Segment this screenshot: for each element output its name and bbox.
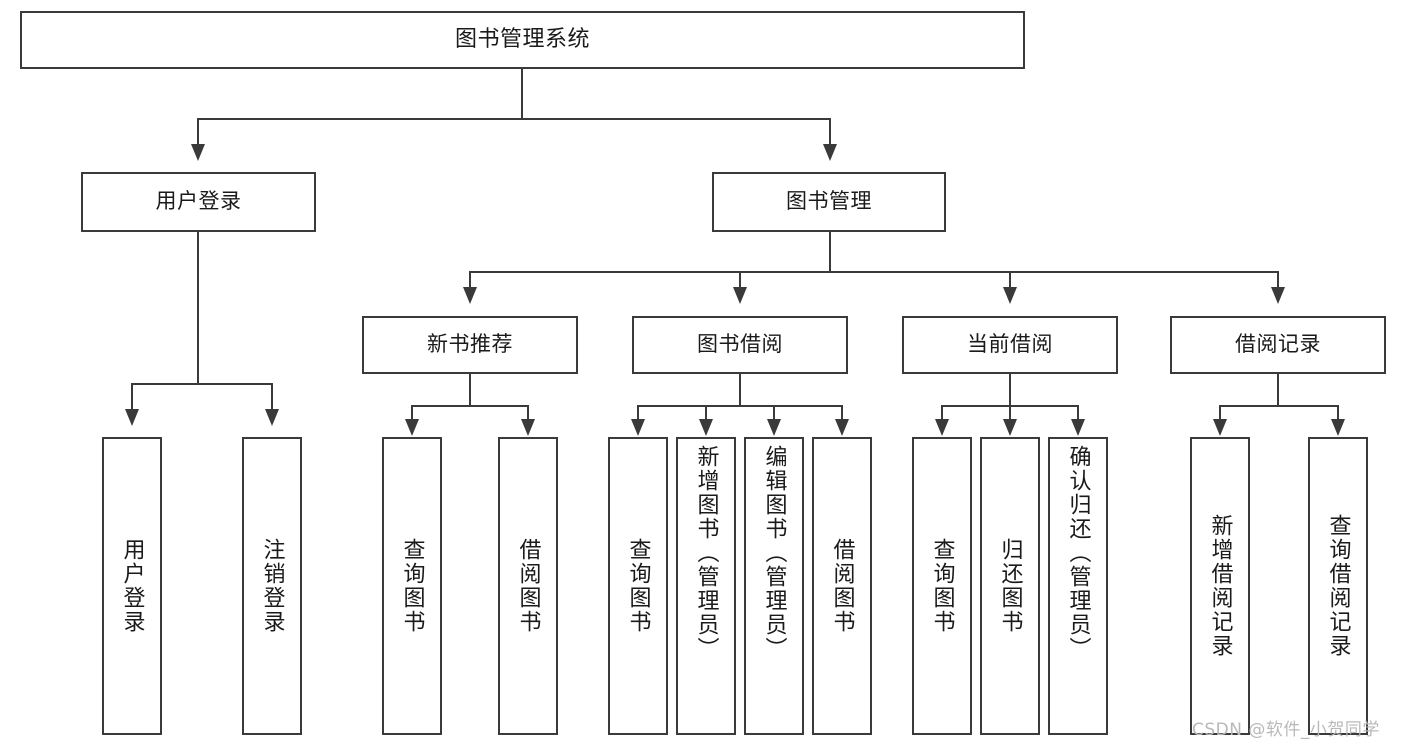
connector-to-book-management xyxy=(829,118,831,146)
node-book-management[interactable]: 图书管理 xyxy=(712,172,946,232)
node-label: 查询图书 xyxy=(625,538,651,634)
connector-book-borrow-bus xyxy=(637,405,843,407)
arrowhead-to-new-book-recommend xyxy=(463,287,477,304)
arrowhead-leaf-borrow-book-2 xyxy=(835,419,849,436)
watermark-csdn: CSDN @软件_小贺同学 xyxy=(1192,720,1380,740)
connector-current-borrow-stem xyxy=(1009,374,1011,406)
leaf-query-record[interactable]: 查询借阅记录 xyxy=(1308,437,1368,735)
connector-user-login-bus xyxy=(131,383,273,385)
arrowhead-to-current-borrow xyxy=(1003,287,1017,304)
connector-current-borrow-drop-3 xyxy=(1077,405,1079,421)
arrowhead-leaf-logout-login xyxy=(265,409,279,426)
node-label: 当前借阅 xyxy=(967,332,1053,357)
node-label: 新增借阅记录 xyxy=(1207,514,1233,658)
node-label: 确认归还（管理员） xyxy=(1065,445,1091,661)
connector-current-borrow-drop-1 xyxy=(941,405,943,421)
arrowhead-to-book-borrow xyxy=(733,287,747,304)
node-label: 图书借阅 xyxy=(697,332,783,357)
leaf-add-book[interactable]: 新增图书（管理员） xyxy=(676,437,736,735)
connector-new-book-left-drop xyxy=(411,405,413,421)
connector-borrow-record-stem xyxy=(1277,374,1279,406)
arrowhead-to-user-login xyxy=(191,144,205,161)
connector-to-user-login xyxy=(197,118,199,146)
node-label: 归还图书 xyxy=(997,538,1023,634)
connector-borrow-record-left-drop xyxy=(1219,405,1221,421)
connector-book-borrow-drop-2 xyxy=(705,405,707,421)
node-label: 新增图书（管理员） xyxy=(693,445,719,661)
leaf-add-record[interactable]: 新增借阅记录 xyxy=(1190,437,1250,735)
connector-user-login-stem xyxy=(197,232,199,384)
arrowhead-leaf-return-book xyxy=(1003,419,1017,436)
node-label: 借阅图书 xyxy=(829,538,855,634)
node-label: 查询图书 xyxy=(399,538,425,634)
connector-current-borrow-drop-2 xyxy=(1009,405,1011,421)
leaf-query-book-3[interactable]: 查询图书 xyxy=(912,437,972,735)
connector-level3-bus xyxy=(469,271,1279,273)
node-current-borrow[interactable]: 当前借阅 xyxy=(902,316,1118,374)
node-label: 图书管理 xyxy=(786,189,872,214)
connector-book-management-stem xyxy=(829,232,831,272)
arrowhead-leaf-query-book-2 xyxy=(631,419,645,436)
node-new-book-recommend[interactable]: 新书推荐 xyxy=(362,316,578,374)
connector-borrow-record-bus xyxy=(1219,405,1337,407)
arrowhead-to-borrow-record xyxy=(1271,287,1285,304)
arrowhead-leaf-query-book-3 xyxy=(935,419,949,436)
arrowhead-leaf-edit-book xyxy=(767,419,781,436)
connector-book-borrow-stem xyxy=(739,374,741,406)
leaf-return-book[interactable]: 归还图书 xyxy=(980,437,1040,735)
connector-book-borrow-drop-1 xyxy=(637,405,639,421)
arrowhead-to-book-management xyxy=(823,144,837,161)
node-label: 注销登录 xyxy=(259,538,285,634)
connector-new-book-stem xyxy=(469,374,471,406)
arrowhead-leaf-user-login xyxy=(125,409,139,426)
arrowhead-leaf-query-book-1 xyxy=(405,419,419,436)
leaf-edit-book[interactable]: 编辑图书（管理员） xyxy=(744,437,804,735)
connector-to-borrow-record xyxy=(1277,271,1279,289)
node-label: 查询借阅记录 xyxy=(1325,514,1351,658)
connector-book-borrow-drop-3 xyxy=(773,405,775,421)
connector-to-current-borrow xyxy=(1009,271,1011,289)
node-label: 借阅图书 xyxy=(515,538,541,634)
connector-user-login-left-drop xyxy=(131,383,133,411)
leaf-query-book-2[interactable]: 查询图书 xyxy=(608,437,668,735)
node-borrow-record[interactable]: 借阅记录 xyxy=(1170,316,1386,374)
connector-to-book-borrow xyxy=(739,271,741,289)
arrowhead-leaf-borrow-book-1 xyxy=(521,419,535,436)
node-user-login[interactable]: 用户登录 xyxy=(81,172,316,232)
leaf-logout-login[interactable]: 注销登录 xyxy=(242,437,302,735)
node-label: 借阅记录 xyxy=(1235,332,1321,357)
leaf-user-login[interactable]: 用户登录 xyxy=(102,437,162,735)
node-label: 新书推荐 xyxy=(427,332,513,357)
node-label: 图书管理系统 xyxy=(454,26,590,52)
node-root-book-management-system[interactable]: 图书管理系统 xyxy=(20,11,1025,69)
node-label: 查询图书 xyxy=(929,538,955,634)
connector-to-new-book-recommend xyxy=(469,271,471,289)
connector-root-stem xyxy=(521,69,523,119)
node-label: 用户登录 xyxy=(155,189,242,214)
connector-level2-bus xyxy=(197,118,831,120)
arrowhead-leaf-add-book xyxy=(699,419,713,436)
leaf-borrow-book-1[interactable]: 借阅图书 xyxy=(498,437,558,735)
arrowhead-leaf-add-record xyxy=(1213,419,1227,436)
node-label: 编辑图书（管理员） xyxy=(761,445,787,661)
connector-book-borrow-drop-4 xyxy=(841,405,843,421)
leaf-borrow-book-2[interactable]: 借阅图书 xyxy=(812,437,872,735)
connector-user-login-right-drop xyxy=(271,383,273,411)
leaf-confirm-return[interactable]: 确认归还（管理员） xyxy=(1048,437,1108,735)
node-label: 用户登录 xyxy=(119,538,145,634)
node-book-borrow[interactable]: 图书借阅 xyxy=(632,316,848,374)
connector-new-book-bus xyxy=(411,405,529,407)
leaf-query-book-1[interactable]: 查询图书 xyxy=(382,437,442,735)
connector-new-book-right-drop xyxy=(527,405,529,421)
arrowhead-leaf-query-record xyxy=(1331,419,1345,436)
connector-borrow-record-right-drop xyxy=(1337,405,1339,421)
arrowhead-leaf-confirm-return xyxy=(1071,419,1085,436)
